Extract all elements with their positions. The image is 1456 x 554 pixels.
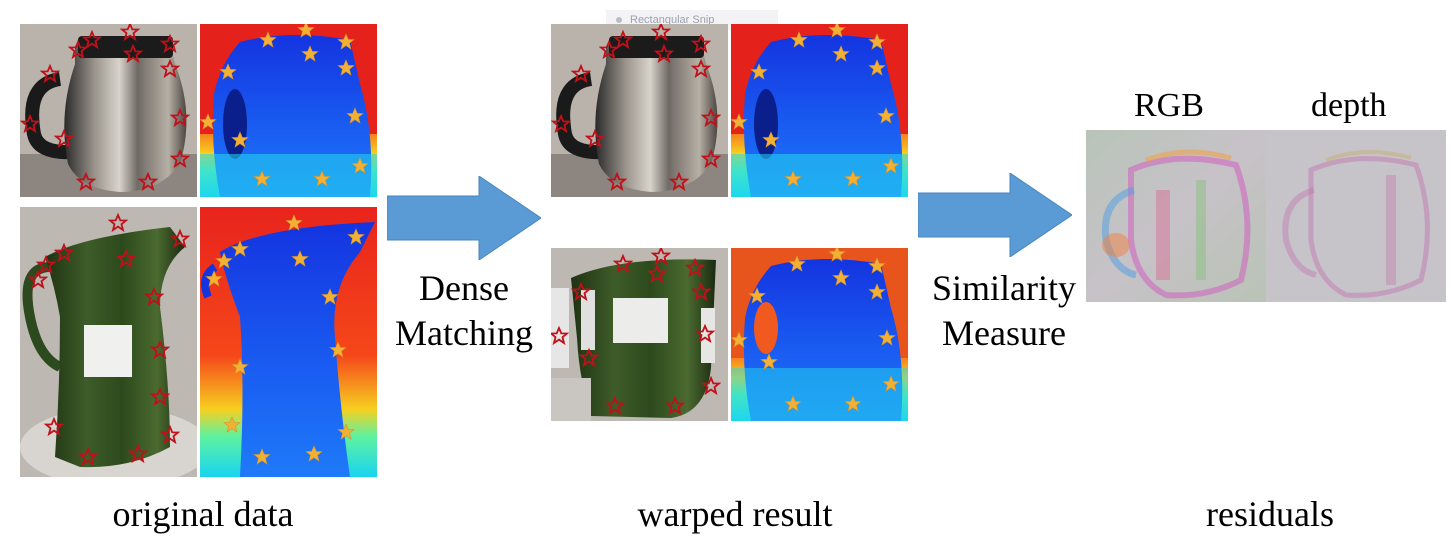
warped-jug-rgb (551, 248, 728, 421)
measure-label: Measure (942, 313, 1066, 353)
similarity-measure-arrow (918, 173, 1072, 257)
dense-matching-arrow (387, 176, 541, 260)
dense-matching-label: Dense Matching (384, 266, 544, 356)
depth-residual-image (1266, 130, 1446, 302)
matching-label: Matching (395, 313, 533, 353)
original-data-caption: original data (112, 494, 294, 534)
rgb-residual-image (1086, 130, 1266, 302)
original-jug-rgb (20, 207, 197, 477)
snip-dot-icon (616, 17, 622, 23)
warped-kettle-depth (731, 24, 908, 197)
dense-label: Dense (419, 268, 509, 308)
warped-jug-depth (731, 248, 908, 421)
original-kettle-rgb (20, 24, 197, 197)
similarity-label: Similarity (932, 268, 1076, 308)
rgb-residual-label: RGB (1134, 87, 1204, 124)
warped-result-caption: warped result (637, 494, 833, 534)
similarity-measure-label: Similarity Measure (920, 266, 1088, 356)
original-kettle-depth (200, 24, 377, 197)
residuals-caption: residuals (1206, 494, 1334, 534)
snip-label: Rectangular Snip (630, 14, 715, 26)
depth-residual-label: depth (1311, 87, 1387, 124)
warped-kettle-rgb (551, 24, 728, 197)
original-jug-depth (200, 207, 377, 477)
